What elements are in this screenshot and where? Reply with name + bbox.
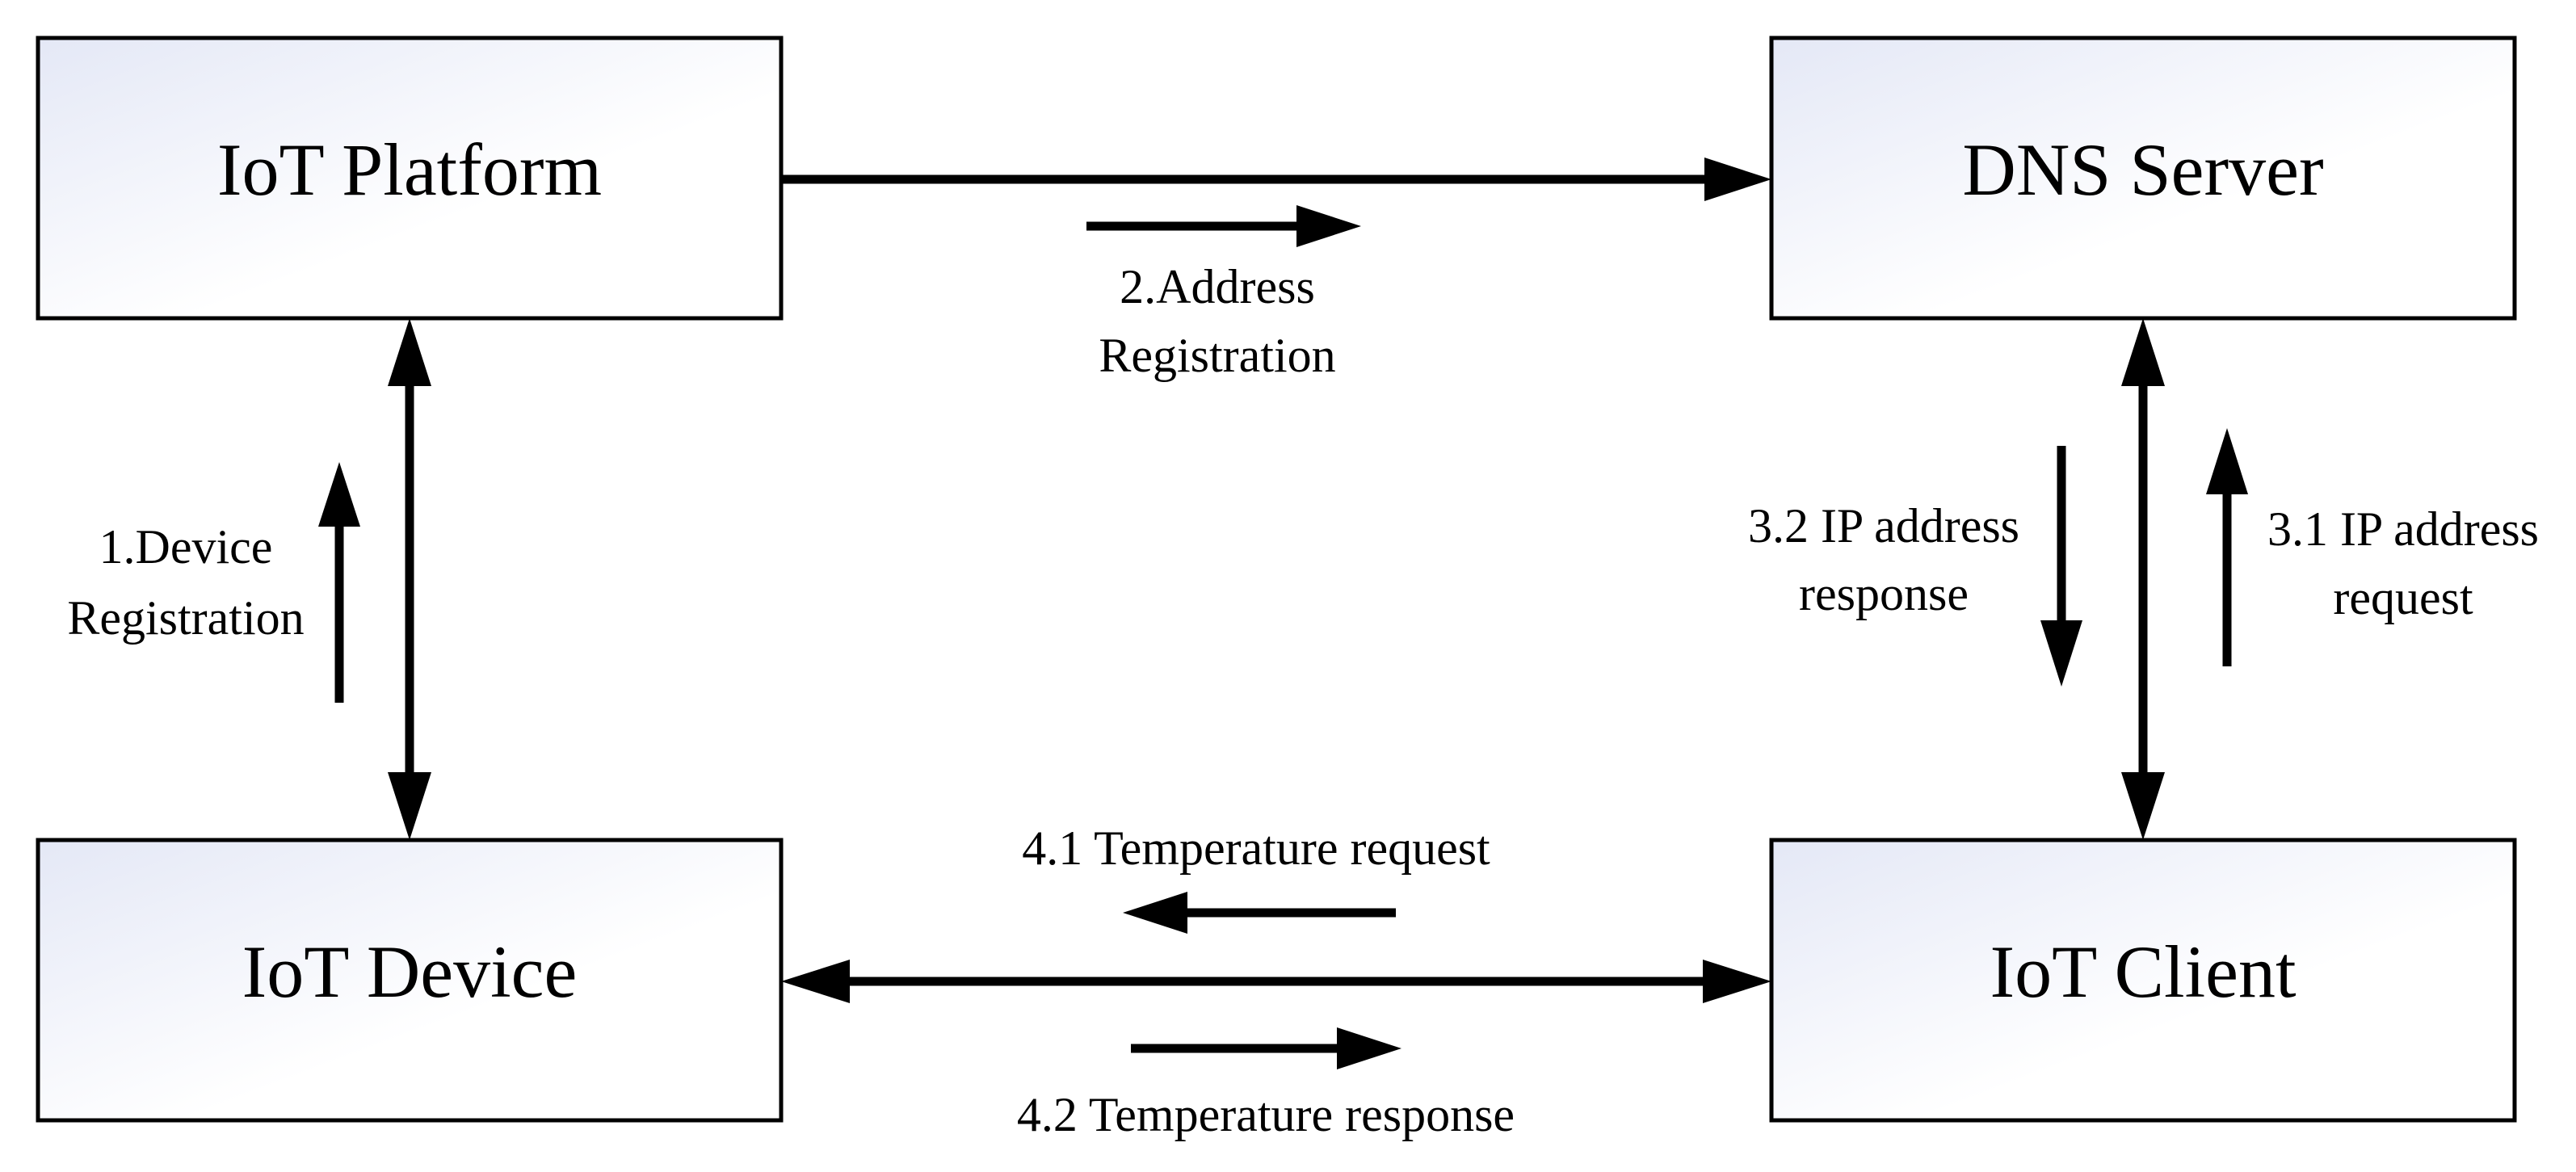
dns-client-connector [2121, 318, 2165, 840]
dns-server-node: DNS Server [1769, 36, 2517, 321]
ip-request-line1: 3.1 IP address [2267, 502, 2539, 556]
dns-server-label: DNS Server [1962, 128, 2323, 211]
ip-request-label: 3.1 IP address request [2267, 502, 2539, 624]
ip-response-label: 3.2 IP address response [1748, 499, 2019, 620]
device-client-connector [781, 960, 1771, 1003]
ip-request-arrow [2206, 428, 2248, 666]
device-registration-line1: 1.Device [99, 520, 273, 573]
iot-client-node: IoT Client [1769, 838, 2517, 1123]
iot-client-label: IoT Client [1990, 930, 2296, 1013]
platform-device-connector [388, 318, 431, 840]
platform-to-dns-connector [781, 158, 1771, 201]
iot-device-label: IoT Device [242, 930, 578, 1013]
temperature-response-label: 4.2 Temperature response [1017, 1088, 1515, 1141]
device-registration-arrow [318, 462, 360, 703]
address-registration-line2: Registration [1099, 329, 1335, 382]
address-registration-arrow [1086, 205, 1361, 247]
ip-response-line1: 3.2 IP address [1748, 499, 2019, 552]
temperature-request-label: 4.1 Temperature request [1022, 821, 1490, 875]
ip-response-line2: response [1799, 567, 1969, 620]
device-registration-line2: Registration [67, 591, 304, 645]
iot-platform-label: IoT Platform [217, 128, 602, 211]
ip-request-line2: request [2333, 571, 2473, 624]
ip-response-arrow [2040, 446, 2082, 687]
address-registration-label: 2.Address Registration [1099, 260, 1335, 382]
iot-platform-node: IoT Platform [36, 36, 784, 321]
iot-device-node: IoT Device [36, 838, 784, 1123]
device-registration-label: 1.Device Registration [67, 520, 304, 645]
address-registration-line1: 2.Address [1120, 260, 1315, 313]
temperature-request-arrow [1123, 892, 1396, 934]
temperature-response-arrow [1131, 1027, 1401, 1069]
